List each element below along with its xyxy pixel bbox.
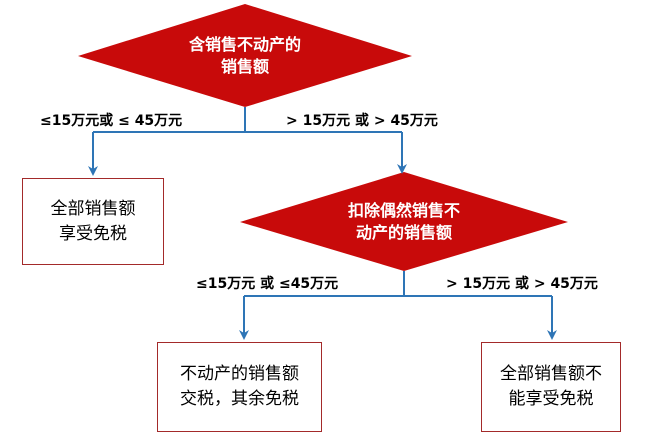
outcome-no-exempt-line2: 能享受免税 bbox=[508, 389, 594, 409]
edge-label-d2-left: ≤15万元 或 ≤45万元 bbox=[196, 276, 339, 292]
outcome-exempt-all-line1: 全部销售额 bbox=[50, 198, 136, 219]
edge-label-d2-right: > 15万元 或 > 45万元 bbox=[446, 276, 598, 292]
decision-diamond-1 bbox=[78, 4, 412, 107]
outcome-box-partial: 不动产的销售额 交税，其余免税 bbox=[157, 342, 322, 432]
outcome-partial-line1: 不动产的销售额 bbox=[180, 364, 299, 384]
edge-label-d1-left: ≤15万元或 ≤ 45万元 bbox=[40, 113, 183, 129]
outcome-partial-line2: 交税，其余免税 bbox=[180, 389, 299, 409]
outcome-no-exempt-line1: 全部销售额不 bbox=[500, 364, 602, 384]
outcome-box-exempt-all: 全部销售额 享受免税 bbox=[22, 178, 164, 265]
outcome-box-no-exempt: 全部销售额不 能享受免税 bbox=[481, 342, 621, 432]
decision-diamond-2 bbox=[240, 172, 568, 271]
edge-label-d1-right: > 15万元 或 > 45万元 bbox=[286, 113, 438, 129]
outcome-exempt-all-line2: 享受免税 bbox=[59, 223, 127, 244]
